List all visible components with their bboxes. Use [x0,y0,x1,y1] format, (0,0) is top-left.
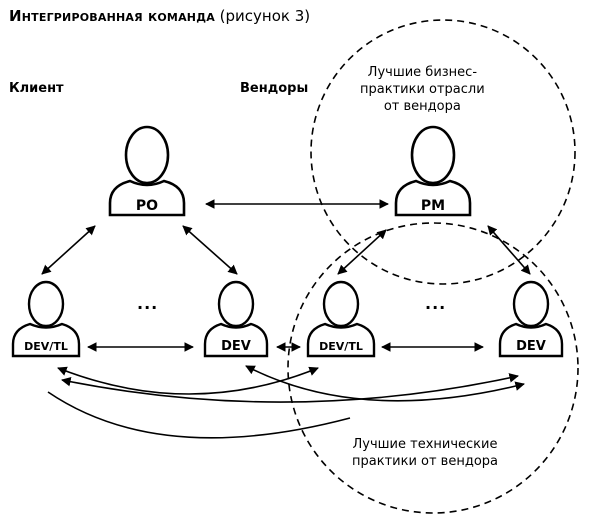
business-practices-circle [310,19,576,285]
pm-person-icon: PM [394,125,472,217]
pm-vendor-dev-arrow [487,225,531,275]
vendor-dev-tl-person-icon: DEV/TL [306,280,376,358]
business-practices-note: Лучшие бизнес- практики отрасли от вендо… [360,64,485,115]
title-bold: Интегрированная команда [9,7,215,25]
po-person-icon: PO [108,125,186,217]
vendors-label: Вендоры [240,81,309,96]
vendor-dev-tl-label: DEV/TL [319,340,363,353]
client-dev-vendor-dev-curve [245,365,525,402]
client-dev-tl-label: DEV/TL [24,340,68,353]
po-client-dev-arrow [182,225,238,275]
client-dev-tl-person-icon: DEV/TL [11,280,81,358]
client-ellipsis: ... [137,294,159,313]
client-label: Клиент [9,81,64,96]
title-normal: (рисунок 3) [214,7,311,25]
technical-note-line-1: Лучшие технические [352,437,498,452]
business-note-line-2: практики отрасли [360,82,485,97]
client-dev-person-icon: DEV [203,280,269,358]
client-dev-label: DEV [221,339,251,354]
client-devtl-outer-curve [47,391,351,439]
po-client-dev-tl-arrow [41,225,96,275]
pm-label: PM [421,198,445,214]
technical-note-line-2: практики от вендора [352,454,499,469]
vendor-dev-person-icon: DEV [498,280,564,358]
diagram-title: Интегрированная команда (рисунок 3) [9,7,310,25]
business-note-line-1: Лучшие бизнес- [367,65,478,80]
business-note-line-3: от вендора [383,99,461,114]
technical-practices-note: Лучшие технические практики от вендора [352,436,498,470]
vendor-ellipsis: ... [425,294,447,313]
technical-practices-circle [287,222,579,514]
po-label: PO [136,198,158,214]
pm-vendor-dev-tl-arrow [337,229,387,275]
vendor-dev-label: DEV [516,339,546,354]
